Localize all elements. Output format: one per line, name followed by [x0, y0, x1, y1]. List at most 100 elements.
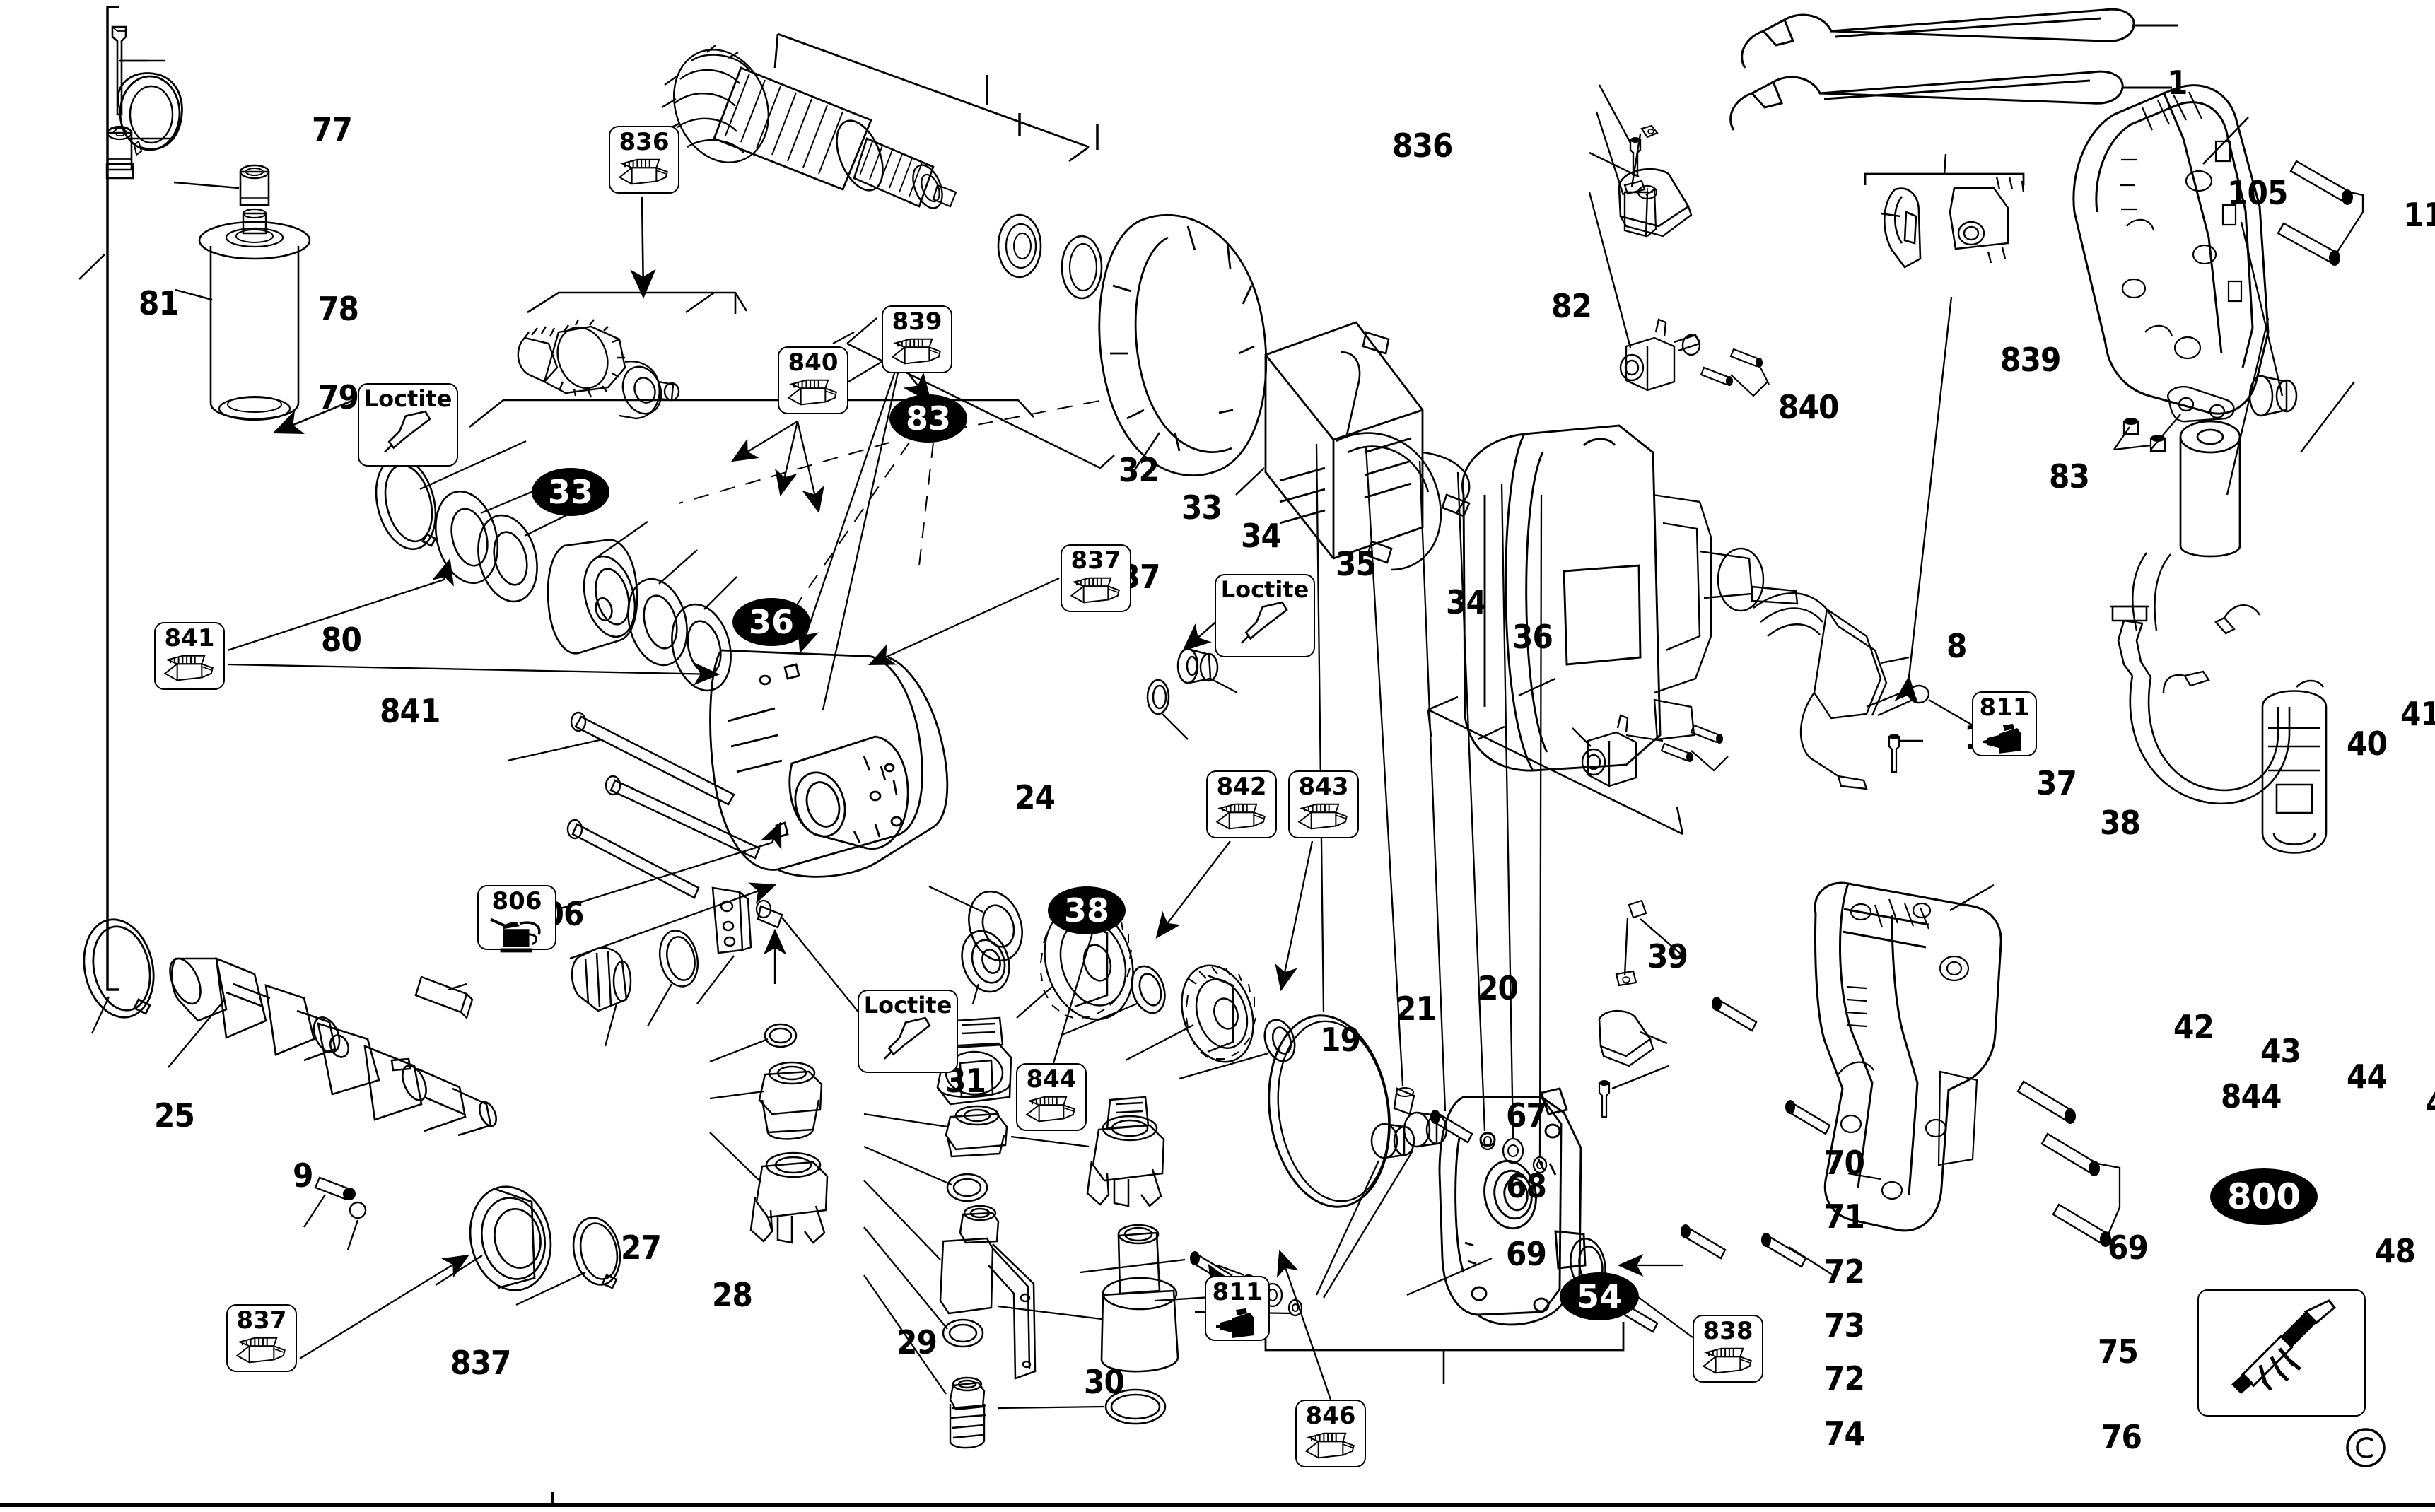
service-icon-box-843: 843 [1288, 770, 1359, 838]
part-number-38: 38 [2099, 803, 2141, 842]
service-icon-label: 838 [1703, 1317, 1753, 1345]
part-number-72: 72 [1823, 1359, 1865, 1398]
loctite-note-box: Loctite [358, 383, 458, 467]
part-number-839: 839 [2000, 340, 2062, 379]
loctite-label: Loctite [363, 385, 452, 412]
part-number-77: 77 [312, 110, 353, 149]
part-number-42: 42 [2173, 1008, 2214, 1047]
part-number-30: 30 [1083, 1362, 1125, 1401]
part-number-75: 75 [2098, 1332, 2139, 1371]
part-number-840: 840 [1778, 387, 1840, 426]
service-icon-label: 846 [1305, 1402, 1356, 1430]
tool-icon [2219, 1299, 2344, 1398]
grease-icon [162, 650, 217, 687]
part-number-44: 44 [2347, 1057, 2388, 1096]
part-number-35: 35 [1336, 545, 1377, 584]
bottle-icon [1983, 720, 2026, 758]
highlighted-part-number-54: 54 [1560, 1272, 1639, 1320]
part-number-32: 32 [1118, 450, 1160, 489]
part-number-1: 1 [2167, 63, 2188, 102]
loctite-note-box: Loctite [1215, 574, 1315, 657]
service-icon-box-837: 837 [226, 1304, 297, 1372]
part-number-76: 76 [2101, 1417, 2142, 1456]
glue-tube-icon [882, 1016, 933, 1060]
service-icon-label: 839 [892, 307, 942, 336]
part-number-82: 82 [1551, 286, 1592, 325]
grease-icon [1068, 573, 1123, 609]
service-icon-box-839: 839 [882, 305, 952, 373]
oiler-icon [489, 913, 544, 956]
part-number-21: 21 [1395, 989, 1437, 1028]
service-icon-box-846: 846 [1295, 1400, 1366, 1467]
part-number-29: 29 [896, 1323, 938, 1362]
service-icon-label: 837 [236, 1306, 287, 1335]
part-number-28: 28 [711, 1276, 753, 1315]
part-number-37: 37 [2036, 764, 2077, 803]
glue-tube-icon [383, 410, 433, 454]
part-number-67: 67 [1505, 1096, 1547, 1135]
grease-icon [1296, 799, 1351, 836]
grease-icon [1700, 1343, 1756, 1380]
service-icon-label: 811 [1212, 1278, 1263, 1306]
part-number-72: 72 [1823, 1252, 1865, 1291]
service-icon-label: 811 [1979, 693, 2030, 722]
loctite-label: Loctite [863, 992, 952, 1019]
loctite-note-box: Loctite [858, 990, 958, 1073]
highlighted-part-number-800: 800 [2210, 1168, 2318, 1225]
part-number-74: 74 [1823, 1414, 1865, 1453]
part-number-81: 81 [139, 283, 180, 322]
part-number-48: 48 [2375, 1231, 2416, 1270]
service-icon-label: 843 [1298, 773, 1349, 801]
part-number-105: 105 [2226, 173, 2289, 212]
part-number-9: 9 [293, 1156, 313, 1195]
service-icon-box-841: 841 [154, 622, 225, 690]
part-number-25: 25 [154, 1096, 195, 1135]
service-icon-label: 840 [788, 348, 839, 377]
service-icon-label: 837 [1070, 546, 1121, 575]
part-number-45: 45 [2426, 1086, 2435, 1119]
service-icon-box-836: 836 [609, 126, 679, 194]
glue-tube-icon [1239, 601, 1290, 645]
loctite-label: Loctite [1220, 576, 1309, 603]
part-number-36: 36 [1512, 617, 1553, 656]
part-number-110: 110 [2403, 195, 2435, 234]
service-icon-label: 836 [619, 128, 670, 156]
service-icon-box-837: 837 [1061, 544, 1131, 612]
part-number-24: 24 [1014, 778, 1056, 817]
highlighted-part-number-83: 83 [889, 394, 967, 443]
service-icon-box-844: 844 [1016, 1063, 1087, 1131]
service-icon-label: 844 [1026, 1065, 1077, 1094]
service-icon-label: 841 [164, 624, 215, 652]
highlighted-part-number-36: 36 [732, 598, 810, 646]
service-icon-box-811: 811 [1205, 1276, 1270, 1341]
service-icon-box-840: 840 [778, 346, 848, 414]
part-number-40: 40 [2347, 725, 2388, 763]
part-number-73: 73 [1823, 1306, 1865, 1344]
grease-icon [1303, 1428, 1358, 1465]
part-number-20: 20 [1477, 968, 1519, 1007]
grease-icon [234, 1332, 289, 1369]
part-number-68: 68 [1505, 1167, 1547, 1206]
grease-icon [889, 334, 945, 370]
grease-icon [786, 375, 841, 411]
part-number-80: 80 [321, 621, 362, 660]
part-number-71: 71 [1823, 1197, 1865, 1236]
bottle-icon [1215, 1304, 1259, 1342]
part-number-8: 8 [1946, 627, 1967, 666]
part-number-19: 19 [1319, 1021, 1361, 1060]
highlighted-part-number-33: 33 [532, 468, 609, 516]
highlighted-part-number-38: 38 [1048, 886, 1126, 934]
grease-icon [1024, 1091, 1079, 1128]
part-number-41: 41 [2400, 695, 2435, 734]
service-icon-box-842: 842 [1206, 770, 1277, 838]
part-number-69: 69 [1505, 1235, 1547, 1274]
part-number-844: 844 [2221, 1077, 2282, 1116]
part-number-79: 79 [317, 378, 359, 417]
part-number-34: 34 [1241, 517, 1282, 556]
service-icon-box-800: 800 [2197, 1289, 2366, 1417]
service-icon-box-811: 811 [1972, 691, 2037, 756]
part-number-837: 837 [450, 1344, 512, 1383]
service-icon-label: 842 [1216, 773, 1267, 801]
